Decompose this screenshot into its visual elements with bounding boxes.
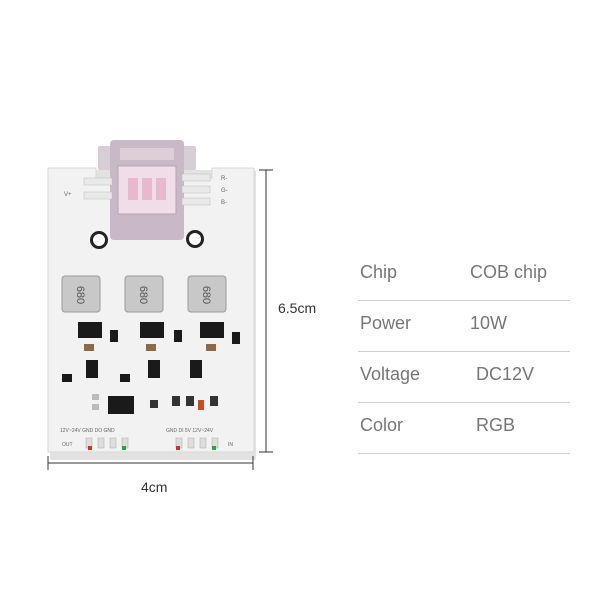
spec-value: DC12V xyxy=(476,364,535,384)
width-dimension xyxy=(47,456,254,470)
spec-value: COB chip xyxy=(470,262,548,282)
silk-v-plus: V+ xyxy=(64,192,72,198)
inductor-1-marking: 680 xyxy=(74,286,86,304)
height-label: 6.5cm xyxy=(278,300,317,316)
silk-left-terminals: 12V~24V GND DO GND xyxy=(60,428,115,434)
silk-right-terminals: GND DI 5V 12V~24V xyxy=(166,428,214,434)
terminal-pads xyxy=(85,437,219,450)
led-chip xyxy=(83,140,211,240)
spec-row-chip: Chip COB chip xyxy=(358,250,570,301)
passive-components xyxy=(84,330,240,410)
spec-row-color: Color RGB xyxy=(358,403,570,454)
driver-ics xyxy=(62,322,224,414)
silk-r-minus: R- xyxy=(221,176,227,182)
spec-value: RGB xyxy=(476,415,516,435)
spec-value: 10W xyxy=(470,313,508,333)
spec-label: Power xyxy=(360,313,412,333)
spec-row-power: Power 10W xyxy=(358,301,570,352)
silk-b-minus: B- xyxy=(221,200,227,206)
inductor-1: 680 xyxy=(61,275,101,313)
controller-ic xyxy=(108,396,134,414)
width-label: 4cm xyxy=(141,479,168,495)
height-dimension xyxy=(259,169,273,453)
spec-label: Chip xyxy=(360,262,398,282)
inductor-2-marking: 680 xyxy=(137,286,149,304)
silk-g-minus: G- xyxy=(221,188,228,194)
spec-table: Chip COB chip Power 10W Voltage DC12V Co… xyxy=(358,250,570,454)
spec-label: Color xyxy=(360,415,404,435)
silk-out: OUT xyxy=(62,442,73,448)
silk-in: IN xyxy=(228,442,233,448)
inductor-3: 680 xyxy=(187,275,227,313)
inductor-2: 680 xyxy=(124,275,164,313)
spec-label: Voltage xyxy=(360,364,421,384)
inductor-3-marking: 680 xyxy=(200,286,212,304)
spec-row-voltage: Voltage DC12V xyxy=(358,352,570,403)
